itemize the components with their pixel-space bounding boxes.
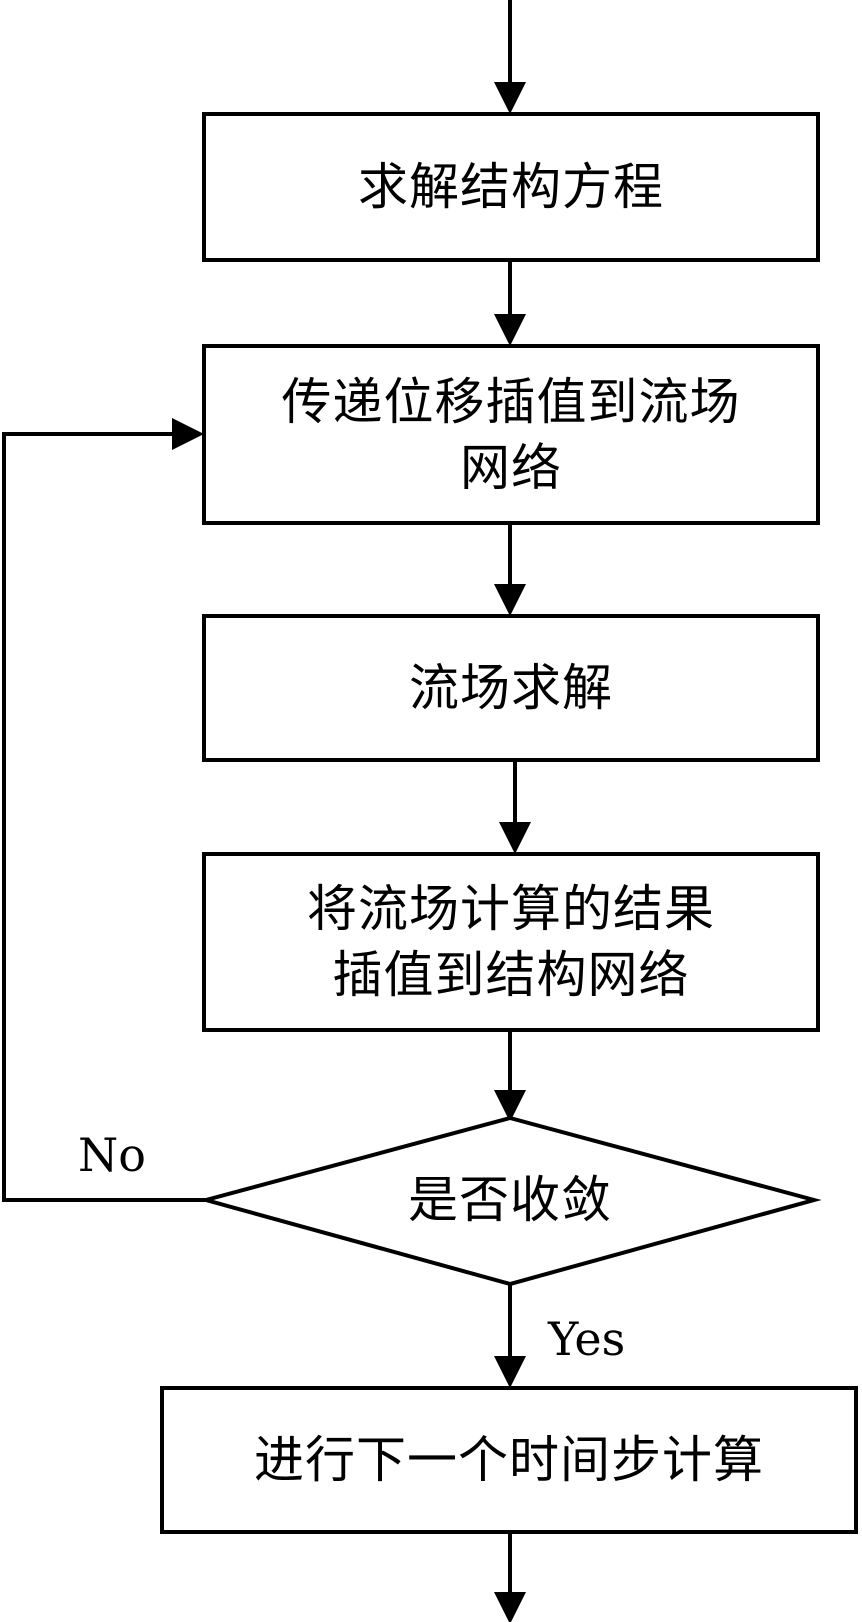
node-transfer-displacement-label: 传递位移插值到流场 网络: [281, 372, 741, 497]
node-interpolate-results: 将流场计算的结果 插值到结构网络: [202, 852, 820, 1032]
node-solve-structure: 求解结构方程: [202, 112, 820, 262]
node-convergence-check-label: 是否收敛: [408, 1171, 612, 1229]
branch-label-no: No: [78, 1128, 146, 1182]
arrow-decision-no-loop: [2, 418, 206, 1202]
node-interpolate-results-label: 将流场计算的结果 插值到结构网络: [307, 880, 715, 1004]
node-next-time-step: 进行下一个时间步计算: [160, 1386, 858, 1534]
node-solve-structure-label: 求解结构方程: [358, 158, 664, 216]
branch-label-yes: Yes: [548, 1312, 626, 1366]
node-next-time-step-label: 进行下一个时间步计算: [254, 1431, 764, 1489]
node-convergence-check: 是否收敛: [300, 1150, 720, 1250]
node-solve-flow: 流场求解: [202, 614, 820, 762]
node-transfer-displacement: 传递位移插值到流场 网络: [202, 344, 820, 525]
node-solve-flow-label: 流场求解: [409, 659, 613, 717]
